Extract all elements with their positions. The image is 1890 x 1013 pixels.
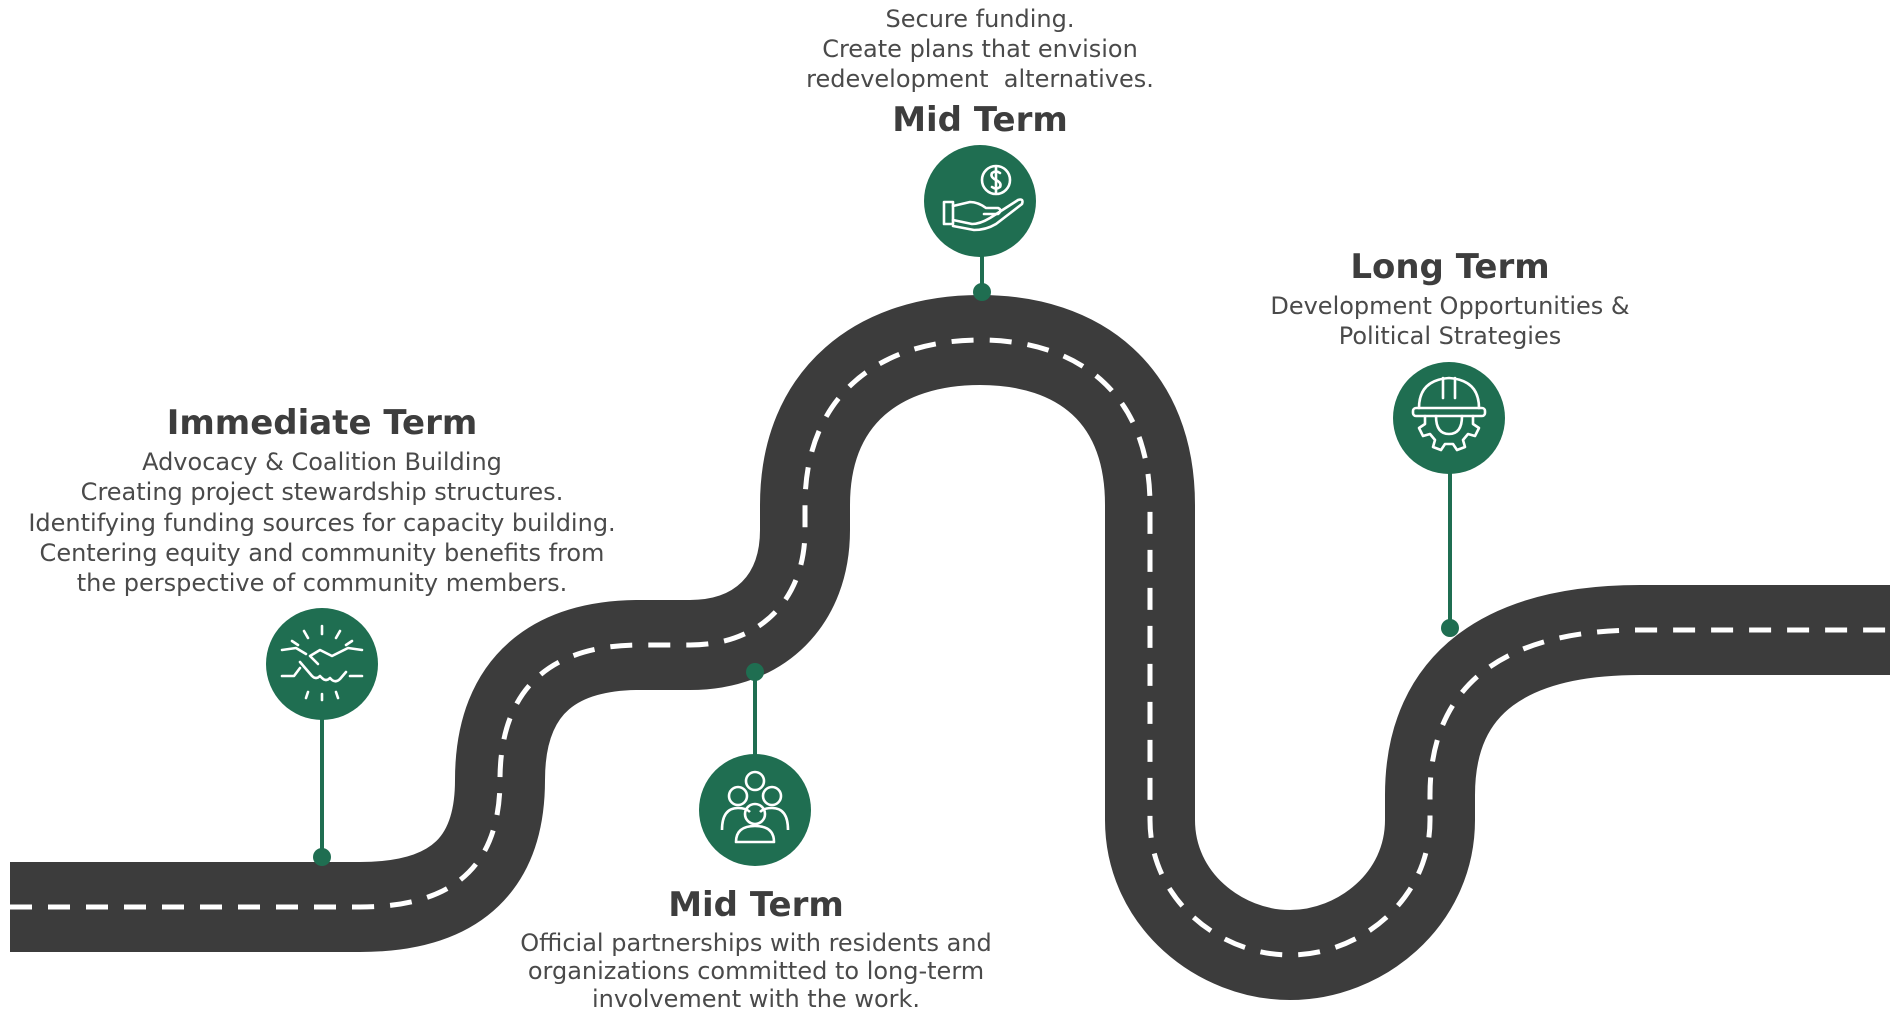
marker-circle [266, 608, 378, 720]
road-center-dashes [10, 337, 1890, 958]
hardhat-gear-icon [1411, 376, 1487, 452]
stage-description: Development Opportunities & Political St… [1270, 291, 1629, 351]
long-term-marker [1393, 362, 1505, 637]
connector-dot [313, 848, 331, 866]
stage-title: Mid Term [892, 99, 1068, 140]
mid-term-bottom-marker [699, 663, 811, 866]
description-line: involvement with the work. [591, 985, 921, 1013]
stage-description: Secure funding. Create plans that envisi… [806, 4, 1154, 95]
handshake-icon [280, 624, 364, 702]
connector-dot [1441, 619, 1459, 637]
mid-term-bottom-block: Mid Term Official partnerships with resi… [520, 885, 992, 1013]
description-line: the perspective of community members. [76, 569, 568, 598]
immediate-term-marker [266, 608, 378, 866]
mid-term-top-marker [924, 145, 1036, 301]
description-line: Creating project stewardship structures. [80, 478, 564, 507]
description-line: Official partnerships with residents and [520, 929, 992, 958]
stage-description: Official partnerships with residents and… [520, 929, 992, 1013]
long-term-block: Long Term Development Opportunities & Po… [1270, 247, 1629, 352]
description-line: organizations committed to long-term [527, 957, 985, 986]
stage-title: Mid Term [668, 885, 844, 925]
description-line: Create plans that envision [822, 35, 1138, 64]
connector-dot [746, 663, 764, 681]
description-line: redevelopment alternatives. [806, 65, 1154, 94]
mid-term-top-block: Secure funding. Create plans that envisi… [806, 4, 1154, 140]
description-line: Political Strategies [1338, 322, 1562, 351]
description-line: Identifying funding sources for capacity… [28, 508, 616, 537]
immediate-term-block: Immediate Term Advocacy & Coalition Buil… [28, 403, 615, 598]
hand-coin-icon [942, 164, 1024, 232]
description-line: Advocacy & Coalition Building [142, 448, 502, 477]
road [10, 295, 1890, 1000]
stage-description: Advocacy & Coalition Building Creating p… [28, 447, 615, 598]
people-group-icon [720, 770, 790, 844]
connector-dot [973, 283, 991, 301]
stage-title: Immediate Term [166, 403, 478, 443]
description-line: Secure funding. [885, 5, 1075, 33]
marker-circle [699, 754, 811, 866]
stage-title: Long Term [1350, 247, 1550, 287]
marker-circle [1393, 362, 1505, 474]
marker-circle [924, 145, 1036, 257]
description-line: Development Opportunities & [1270, 292, 1630, 321]
description-line: Centering equity and community benefits … [39, 538, 605, 567]
